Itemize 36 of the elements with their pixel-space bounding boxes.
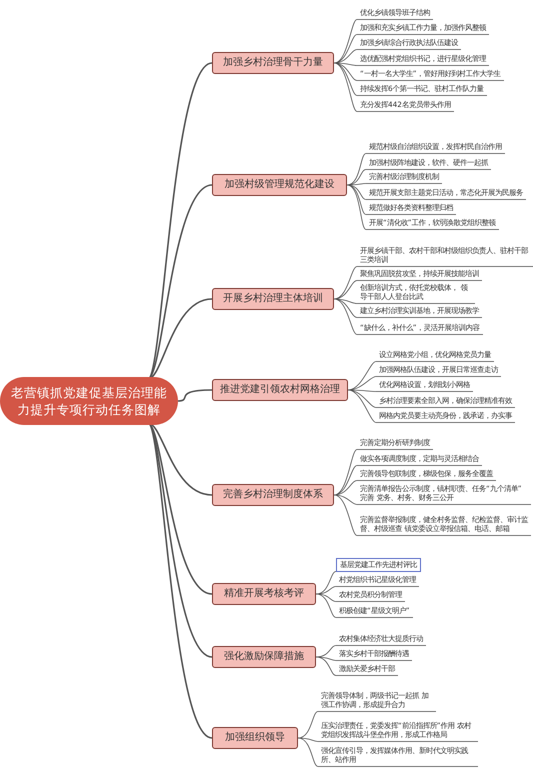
connector-line	[348, 390, 376, 423]
connector-line	[316, 594, 336, 602]
connector-line	[346, 184, 366, 230]
connector-line	[334, 298, 358, 335]
branch-line	[147, 62, 212, 380]
connector-line	[334, 62, 358, 112]
connector-line	[298, 738, 318, 767]
topic-box: 推进党建引领农村网格治理	[212, 379, 348, 401]
branch-line	[147, 422, 212, 739]
connector-line	[334, 494, 358, 505]
topic-box: 加强乡村治理骨干力量	[212, 52, 334, 74]
connector-line	[348, 390, 376, 392]
topic-box: 完善乡村治理制度体系	[212, 484, 334, 506]
connector-line	[334, 34, 358, 64]
connector-line	[334, 266, 358, 300]
connector-line	[348, 390, 376, 408]
topic-box: 精准开展考核考评	[212, 583, 316, 605]
connector-line	[334, 19, 358, 64]
connector-line	[346, 153, 366, 186]
connector-line	[334, 62, 358, 81]
connector-line	[348, 361, 376, 390]
connector-line	[334, 494, 358, 536]
connector-line	[316, 656, 336, 661]
topic-box: 开展乡村治理主体培训	[212, 288, 334, 310]
central-topic: 老营镇抓党建促基层治理能力提升专项行动任务图解	[0, 377, 178, 425]
branch-line	[178, 389, 212, 402]
connector-line	[346, 184, 366, 200]
connector-line	[316, 594, 336, 618]
connector-line	[298, 711, 318, 738]
topic-box: 加强村级管理规范化建设	[212, 174, 347, 196]
connector-line	[334, 449, 358, 496]
connector-line	[298, 738, 318, 742]
connector-line	[316, 571, 336, 594]
topic-box: 加强组织领导	[212, 727, 298, 749]
topic-box: 强化激励保障措施	[212, 646, 316, 668]
connector-line	[316, 656, 336, 676]
